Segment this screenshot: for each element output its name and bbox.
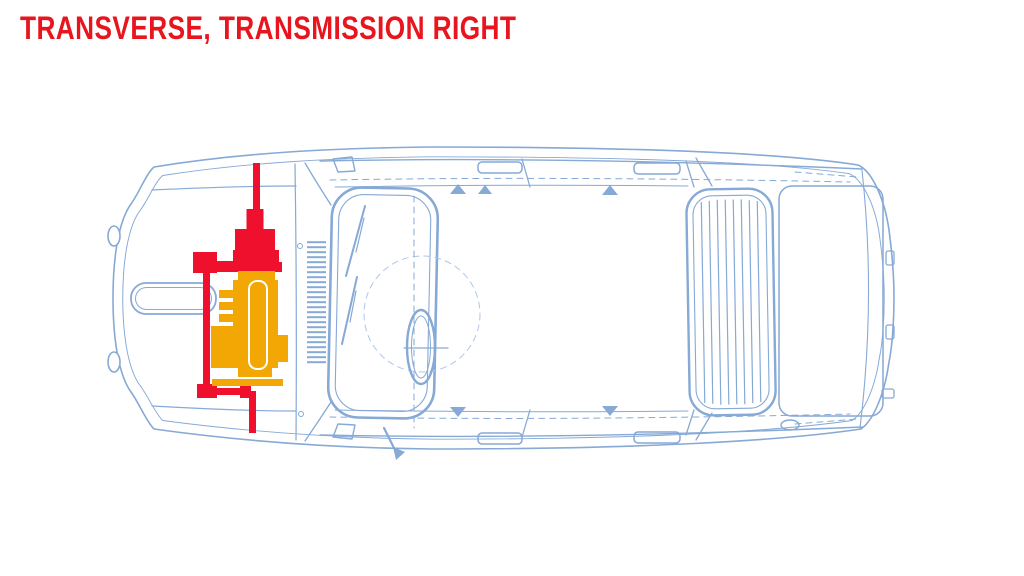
hood-seam-bottom (151, 405, 297, 412)
door-seam-rear-bottom (685, 409, 695, 436)
transmission-right-step (274, 262, 282, 272)
rear-edge-tab-3 (881, 388, 895, 399)
steering-wheel-inner (411, 315, 431, 379)
car-blueprint (107, 146, 895, 460)
rear-edge-tab-1 (885, 250, 895, 266)
front-bumper-guard-top (107, 225, 121, 247)
roof-inner-bottom (334, 409, 689, 413)
rear-dashline-bottom (794, 418, 859, 425)
door-handle-front-top (477, 161, 523, 174)
transmission-neck (246, 209, 264, 231)
rear-window-louvers (700, 199, 762, 405)
car-body-inner-line (122, 156, 885, 440)
rear-dashline-top (794, 171, 859, 178)
engine-right-step (277, 335, 288, 362)
driveshaft-line-top (253, 163, 260, 211)
axle-bottom-bar (212, 388, 242, 395)
differential-arm (216, 261, 238, 272)
engine-fin-2 (219, 302, 233, 310)
transmission-upper-block (235, 229, 275, 252)
page-title: TRANSVERSE, TRANSMISSION RIGHT (20, 10, 517, 46)
engine-fin-1 (219, 290, 233, 298)
transmission-main-block (233, 250, 279, 271)
wiper-upper (345, 205, 366, 277)
cowl-bolt-bottom (298, 411, 304, 417)
roof-inner-top (334, 184, 689, 188)
door-seam-front-bottom (521, 409, 531, 438)
engine-bottom-foot (238, 368, 272, 377)
engine-fin-3 (219, 314, 233, 322)
cowl-vent-grille (307, 239, 326, 366)
rear-window-inner (692, 194, 770, 410)
rear-hinge-top (695, 157, 713, 187)
rear-seam (859, 169, 870, 429)
a-pillar-bottom (304, 401, 332, 442)
roof-rail-bottom (319, 426, 863, 438)
door-seam-rear-top (685, 160, 695, 188)
roof-dashline-bottom (329, 413, 851, 419)
hood-seam-top (151, 185, 297, 191)
side-mirror-bottom (332, 423, 356, 440)
front-bumper-guard-bottom (107, 351, 121, 373)
hood-rear-edge (294, 163, 297, 441)
roof-dashline-top (329, 177, 851, 183)
engine-lower-left-extension (211, 326, 233, 368)
differential-block-left (193, 252, 217, 273)
windshield-inner (334, 194, 432, 412)
rear-window-outline (685, 187, 777, 417)
seam-marker-triangles (450, 184, 618, 417)
engine-valve-cover-capsule (248, 280, 268, 370)
driveshaft-line-bottom (249, 391, 256, 433)
engine-bottom-strip (212, 379, 283, 386)
axle-joint-block (240, 384, 251, 398)
wiper-lower (341, 276, 358, 345)
engine-top (238, 271, 275, 282)
trunk-lid (778, 185, 884, 417)
a-pillar-top (304, 162, 332, 206)
wiper-upper-blade (355, 217, 365, 253)
door-handle-front-bottom (477, 432, 523, 445)
engine-block-shape (211, 271, 288, 386)
side-mirror-top (332, 156, 356, 173)
wiper-parked-blade (393, 447, 405, 460)
trunk-lock (780, 419, 800, 431)
door-seam-front-top (521, 158, 531, 188)
roof-rail-top (319, 158, 863, 170)
cowl-bolt-top (297, 243, 303, 249)
car-body-outline (112, 146, 895, 450)
axle-line-left (203, 273, 210, 387)
rear-edge-tab-2 (885, 324, 895, 340)
hood-slot (130, 282, 217, 315)
windshield-outline (326, 186, 440, 420)
wiper-lower-blade (349, 290, 357, 323)
steering-wheel (405, 308, 437, 386)
door-handle-rear-bottom (633, 431, 681, 444)
door-handle-rear-top (633, 162, 681, 175)
dashed-reference-circle (363, 255, 481, 373)
transmission-shape (193, 163, 282, 433)
hood-slot-inner (135, 287, 212, 310)
rear-hinge-bottom (695, 412, 713, 441)
